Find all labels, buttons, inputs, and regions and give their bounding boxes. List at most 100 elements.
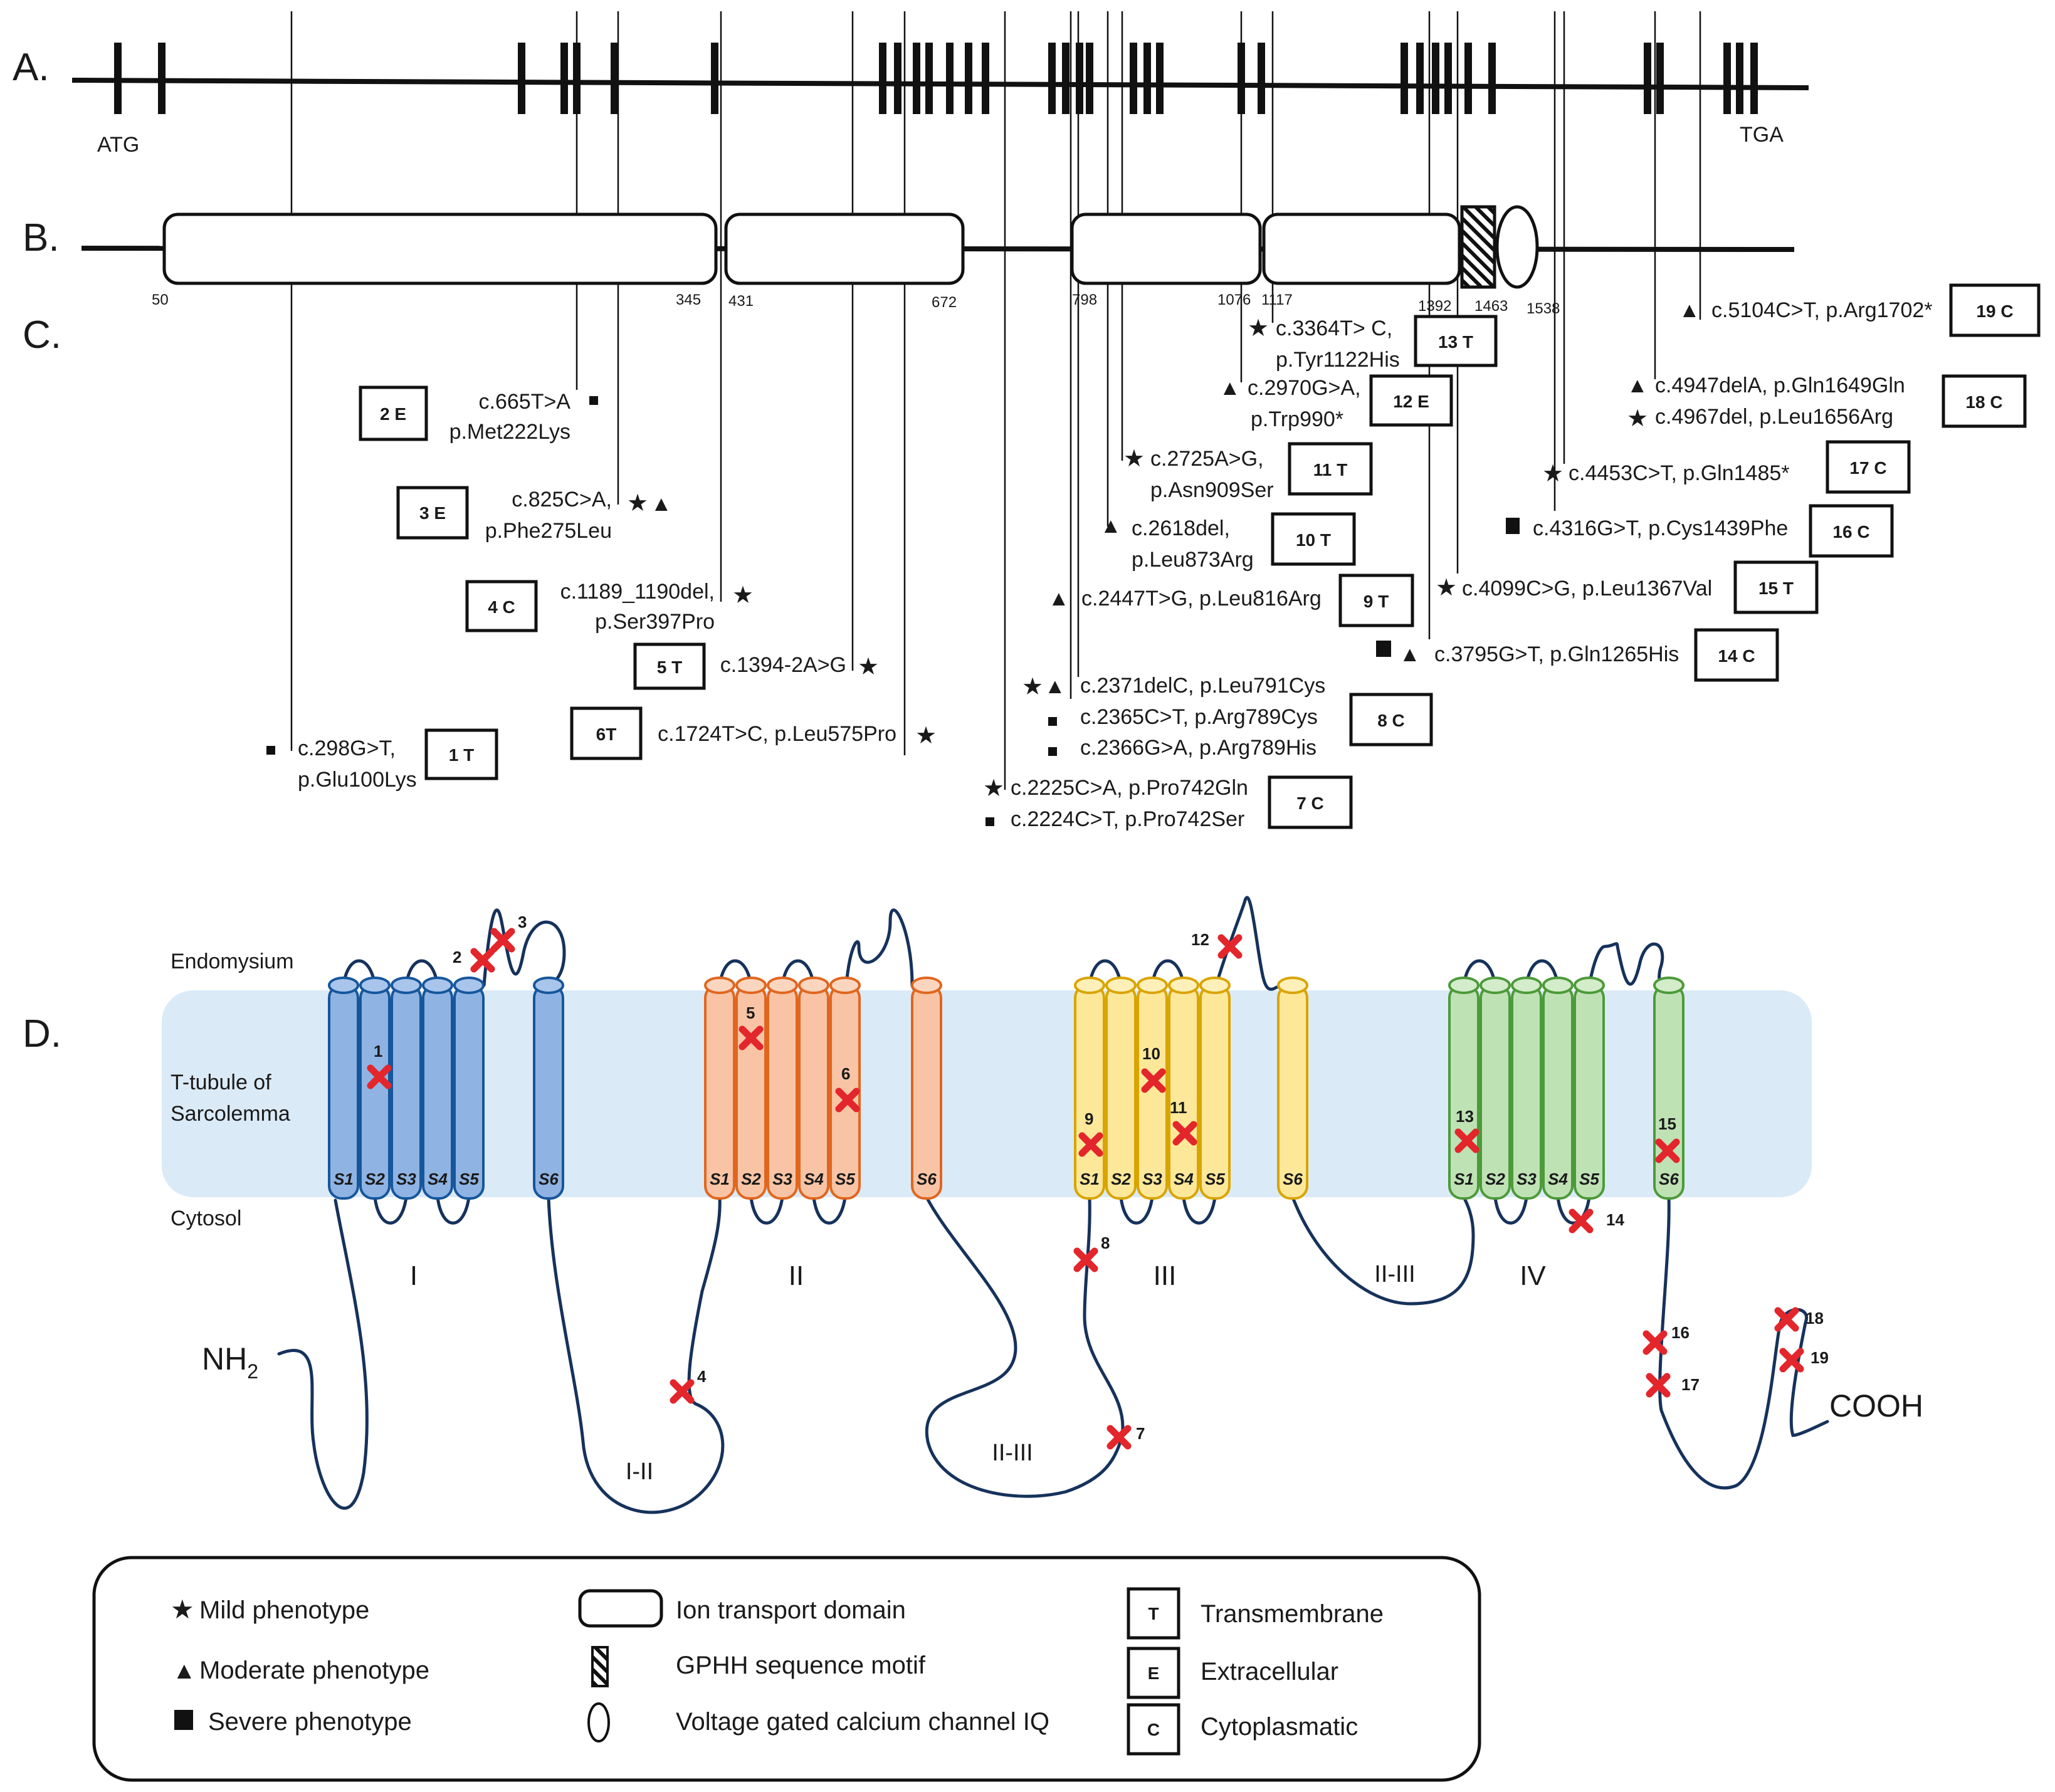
moderate-marker: ▲ [651,492,672,516]
moderate-marker: ▲ [1219,376,1241,400]
segment-label: S3 [396,1170,416,1188]
mild-marker: ★ [1627,406,1648,432]
mild-marker: ★ [627,490,648,516]
segment-label: S3 [1142,1170,1162,1188]
moderate-legend-icon: ▲ [172,1658,196,1684]
variant-text: c.2618del, [1132,516,1230,540]
severe-marker [1376,641,1391,657]
mutation-number: 18 [1805,1309,1824,1328]
segment-labels: S1 S2 S3 S4 S5 S6 S1 S2 S3 S4 S5 S6 S1 S… [334,1170,1679,1188]
variant-text: c.2365C>T, p.Arg789Cys [1080,705,1318,729]
panel-a-label: A. [13,46,50,89]
moderate-marker: ▲ [1679,298,1700,322]
segment-label: S5 [459,1170,479,1188]
variant-box: 13 T [1438,332,1473,352]
variant-text: c.2447T>G, p.Leu816Arg [1081,587,1322,610]
e-key-label: E [1148,1664,1160,1683]
variant-box: 5 T [657,658,682,677]
variant-box: 18 C [1965,392,2002,412]
variant-text: c.4967del, p.Leu1656Arg [1655,405,1893,429]
gphh-icon [591,1646,609,1687]
variant-text: c.825C>A, [512,488,612,511]
variant-box: 12 E [1393,392,1429,411]
iq-label: Voltage gated calcium channel IQ [676,1708,1049,1736]
segment-label: S5 [835,1170,855,1188]
variant-text: p.Phe275Leu [485,519,612,543]
mutation-number: 2 [453,948,461,967]
panel-b-label: B. [23,216,60,259]
domain-ii-helices [704,977,942,1200]
moderate-marker: ▲ [1048,587,1070,610]
segment-label: S2 [741,1170,761,1188]
mutation-number: 17 [1681,1375,1700,1394]
mild-marker: ★ [1022,674,1043,700]
n-terminus-label: NH2 [202,1341,258,1383]
variant-annotations: 2 E c.665T>A p.Met222Lys 3 E c.825C>A, p… [266,283,2041,831]
protein-position-labels: 50 345 431 672 798 1076 1117 1392 1463 1… [152,291,1560,317]
segment-label: S2 [365,1170,385,1188]
variant-box: 7 C [1296,794,1324,813]
mutation-number: 8 [1101,1234,1110,1252]
linker-label: II-III [1374,1261,1415,1287]
mild-marker: ★ [858,654,879,680]
variant-text: c.4316G>T, p.Cys1439Phe [1533,516,1788,540]
mild-marker: ★ [1123,446,1145,472]
pos-label: 1463 [1474,298,1508,315]
severe-marker [266,746,275,755]
pos-label: 672 [932,294,957,311]
variant-text: c.4099C>G, p.Leu1367Val [1462,577,1712,600]
moderate-marker: ▲ [1100,514,1122,538]
segment-label: S4 [804,1170,824,1188]
pos-label: 1392 [1418,298,1451,315]
severe-marker [589,396,598,405]
segment-label: S1 [1080,1170,1100,1188]
variant-box: 14 C [1718,646,1755,666]
variant-box: 8 C [1377,711,1405,730]
severe-legend-label: Severe phenotype [208,1708,412,1736]
c-terminus-label: COOH [1829,1388,1923,1423]
domain-label: III [1154,1260,1177,1291]
variant-box: 15 T [1758,579,1794,598]
ion-transport-label: Ion transport domain [676,1596,906,1624]
mutation-number: 16 [1671,1323,1690,1342]
transmembrane-label: Transmembrane [1201,1600,1384,1628]
t-key-label: T [1148,1604,1159,1623]
mild-marker: ★ [983,775,1004,802]
start-codon-label: ATG [97,133,139,157]
cytosol-label: Cytosol [171,1207,241,1230]
domain-i-helices [328,977,564,1200]
domain-iv-helices [1448,977,1684,1200]
variant-text: c.1394-2A>G [720,653,846,677]
variant-box: 6T [596,725,617,744]
mutation-number: 3 [518,913,527,931]
variant-box: 10 T [1296,530,1331,550]
variant-box: 3 E [419,503,446,523]
variant-box: 19 C [1976,301,2013,321]
segment-label: S2 [1111,1170,1131,1188]
variant-box: 4 C [488,597,515,617]
segment-label: S6 [1283,1170,1303,1188]
mild-marker: ★ [1436,575,1457,601]
segment-label: S4 [1174,1170,1194,1188]
mutation-number: 14 [1606,1210,1624,1229]
segment-label: S5 [1205,1170,1225,1188]
moderate-marker: ▲ [1627,374,1648,397]
cytoplasmatic-label: Cytoplasmatic [1201,1713,1358,1741]
variant-text: p.Asn909Ser [1150,478,1274,502]
mutation-number: 13 [1456,1107,1474,1126]
variant-box: 1 T [449,745,474,765]
linker-label: I-II [626,1459,653,1485]
variant-text: p.Glu100Lys [298,768,417,792]
variant-text: c.298G>T, [298,736,396,760]
pos-label: 1117 [1261,291,1293,308]
variant-text: c.3795G>T, p.Gln1265His [1434,642,1679,666]
domain-iii-helices [1074,977,1308,1200]
variant-text: p.Ser397Pro [595,610,715,634]
variant-text: c.2224C>T, p.Pro742Ser [1011,807,1244,831]
segment-label: S1 [710,1170,730,1188]
membrane [162,990,1812,1197]
pos-label: 798 [1072,291,1097,308]
mutation-number: 10 [1142,1044,1160,1063]
mutation-markers: 1 2 3 4 5 6 7 8 9 10 11 12 13 14 15 16 1… [371,913,1829,1446]
